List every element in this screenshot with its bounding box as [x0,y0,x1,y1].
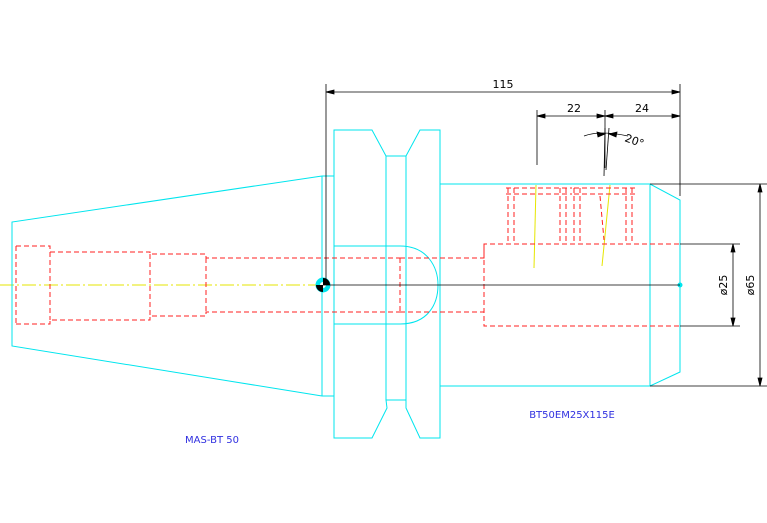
shank-standard-label: MAS-BT 50 [185,435,239,446]
angle-leg-1 [603,127,606,177]
mid-bore [400,243,680,259]
hidden-center-dash [599,195,605,241]
angle-leg-2 [605,127,610,171]
center-marker-quadrant [323,278,330,285]
dim-label-24: 24 [635,102,649,115]
arrow-115-left [325,89,335,95]
hidden-lines [15,187,680,327]
center-marker-quadrant-2 [316,285,323,292]
tool-holder-outline [11,129,683,439]
dimension-lines [323,84,767,387]
dim-label-115: 115 [493,78,514,91]
arrow-25-top [730,243,736,253]
flange-outline [333,129,441,439]
dim-label-angle: 20° [623,132,646,151]
taper-shank [11,175,323,397]
angle-arrow-2 [607,131,618,138]
arrow-24-right [671,113,681,119]
arrow-115-right [671,89,681,95]
part-number-label: BT50EM25X115E [529,410,615,421]
angle-arc [583,132,629,137]
angle-arrow-1 [596,131,607,138]
arrow-24-left [604,113,614,119]
dim-label-dia-65: ø65 [744,275,757,296]
arrow-25-bottom [730,317,736,327]
screw-centerline-1 [533,184,537,269]
set-screw-hole-1-sides [559,188,567,244]
shank-bore-bottom [16,311,400,325]
centerlines [0,184,611,286]
arrow-65-bottom [757,377,763,387]
dim-label-22: 22 [567,102,581,115]
arrow-22-right [596,113,606,119]
set-screw-hole-2 [573,187,636,244]
screw-centerline-2 [601,184,611,267]
arrow-65-top [757,183,763,193]
arrow-22-left [536,113,546,119]
dim-label-dia-25: ø25 [717,275,730,296]
mid-bore-bottom [400,311,680,327]
shank-bore [16,245,400,259]
set-screw-hole-1 [506,187,572,244]
